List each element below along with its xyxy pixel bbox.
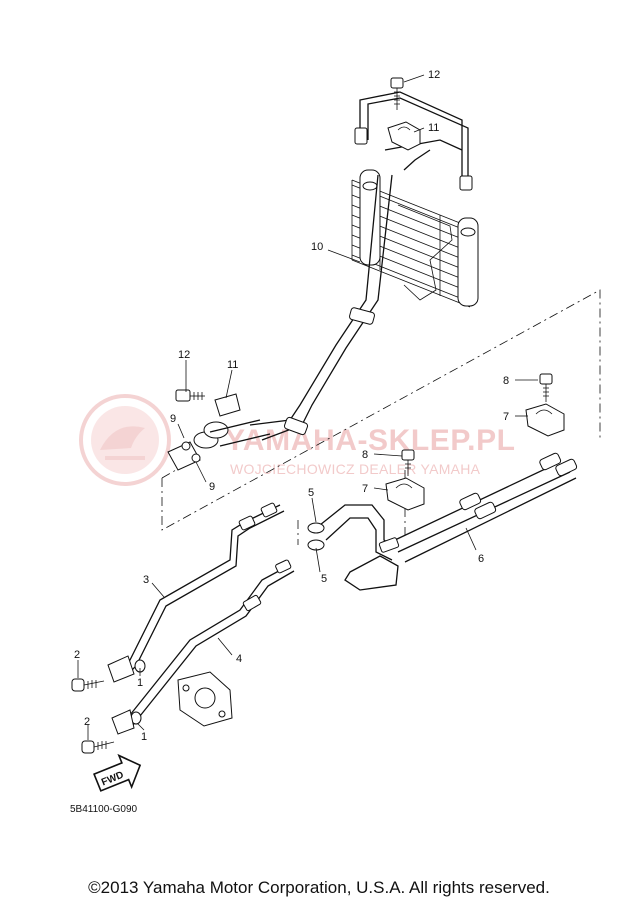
watermark-logo-icon	[79, 394, 171, 486]
watermark-title: YAMAHA-SKLEP.PL	[225, 424, 515, 457]
callout-12-left: 12	[178, 349, 190, 361]
bolt-8-mid	[401, 449, 415, 476]
callout-4: 4	[236, 653, 242, 665]
copyright-notice: ©2013 Yamaha Motor Corporation, U.S.A. A…	[88, 878, 550, 897]
bolt-2-bottom	[81, 740, 115, 754]
oil-flange-block	[177, 671, 233, 727]
bolt-2-top	[71, 678, 105, 692]
o-ring-1-bottom	[111, 709, 142, 735]
callout-1-top: 1	[137, 677, 143, 689]
callout-8-right: 8	[503, 375, 509, 387]
callout-12-top: 12	[428, 69, 440, 81]
oil-pipe-10	[249, 91, 473, 441]
callout-2-top: 2	[74, 649, 80, 661]
callout-11-top: 11	[428, 122, 439, 134]
bolt-8-right	[539, 373, 553, 402]
oil-pipe-3	[119, 502, 285, 677]
callout-9-bottom: 9	[209, 481, 215, 493]
callout-7-right: 7	[503, 411, 509, 423]
callout-8-mid: 8	[362, 449, 368, 461]
diagram-code: 5B41100-G090	[70, 804, 138, 815]
oil-pipe-6	[394, 452, 578, 563]
bolt-12-top	[390, 77, 404, 110]
callout-7-mid: 7	[362, 483, 368, 495]
oil-pipe-4	[125, 559, 295, 727]
fwd-arrow-icon: FWD	[93, 753, 142, 792]
callout-11-left: 11	[227, 359, 238, 371]
clamp-7-right	[525, 403, 565, 437]
callout-6: 6	[478, 553, 484, 565]
clamp-7-mid	[385, 477, 425, 511]
callout-labels: 12 11 10 12 11 9 9 8 7 8 7 5 5 6 3 4 2 1…	[74, 69, 509, 743]
callout-10: 10	[311, 241, 323, 253]
callout-9-top: 9	[170, 413, 176, 425]
watermark: YAMAHA-SKLEP.PL WOJCIECHOWICZ DEALER YAM…	[79, 394, 515, 486]
callout-5-top: 5	[308, 487, 314, 499]
watermark-subtitle: WOJCIECHOWICZ DEALER YAMAHA	[230, 461, 481, 477]
callout-5-bottom: 5	[321, 573, 327, 585]
callout-leaders	[77, 74, 538, 740]
callout-3: 3	[143, 574, 149, 586]
oil-cooler	[351, 169, 479, 308]
hose-fittings-left	[167, 389, 271, 471]
callout-1-bottom: 1	[141, 731, 147, 743]
clamp-11-top	[387, 121, 421, 151]
callout-2-bottom: 2	[84, 716, 90, 728]
